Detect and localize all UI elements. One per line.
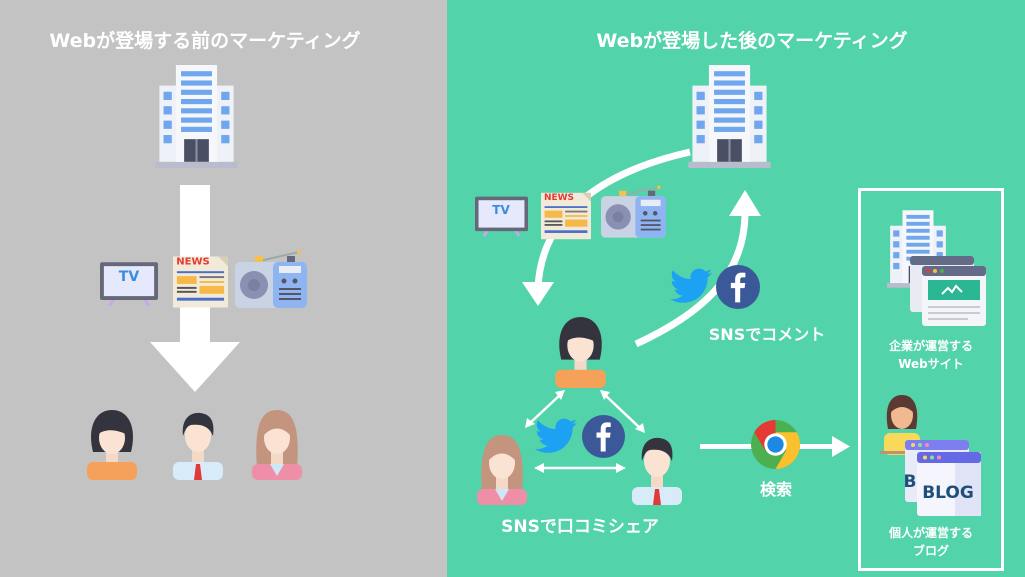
newspaper-icon-label: NEWS <box>543 193 575 203</box>
consumer-man-icon <box>173 408 223 480</box>
consumer-woman-icon <box>555 315 606 388</box>
radio-icon <box>601 183 666 240</box>
search-label: 検索 <box>759 480 793 499</box>
corporate-website-label-line2: Webサイト <box>898 357 964 371</box>
facebook-icon <box>716 265 760 309</box>
personal-blog-label-line1: 個人が運営する <box>888 526 974 540</box>
after-web-title: Webが登場した後のマーケティング <box>596 30 908 52</box>
consumer-woman-icon <box>87 408 137 480</box>
corporate-website-label-line1: 企業が運営する <box>888 339 974 353</box>
personal-blog-label-line2: ブログ <box>912 544 950 558</box>
sns-share-label: SNSで口コミシェア <box>501 517 659 537</box>
twitter-icon <box>535 418 577 454</box>
consumer-man-icon <box>632 433 682 505</box>
blog-icon-back-text: B <box>903 472 917 492</box>
twitter-icon <box>670 268 712 304</box>
web-media-box <box>858 188 1004 571</box>
company-building-icon <box>688 65 771 168</box>
sns-comment-label: SNSでコメント <box>708 325 826 344</box>
newspaper-icon-label: NEWS <box>176 256 210 268</box>
chrome-icon <box>751 420 800 469</box>
blog-icon-text: BLOG <box>922 483 974 503</box>
consumer-woman2-icon <box>477 433 527 505</box>
consumer-woman2-icon <box>252 408 302 480</box>
before-web-title: Webが登場する前のマーケティング <box>49 30 361 52</box>
personal-blog-label: 個人が運営する ブログ <box>889 524 973 560</box>
corporate-website-label: 企業が運営する Webサイト <box>889 337 973 373</box>
radio-icon <box>235 250 307 308</box>
tv-icon-label: TV <box>118 269 140 285</box>
facebook-icon <box>582 415 625 458</box>
website-browser-icon <box>910 256 986 326</box>
company-building-icon <box>155 65 238 168</box>
tv-icon-label: TV <box>492 203 510 217</box>
